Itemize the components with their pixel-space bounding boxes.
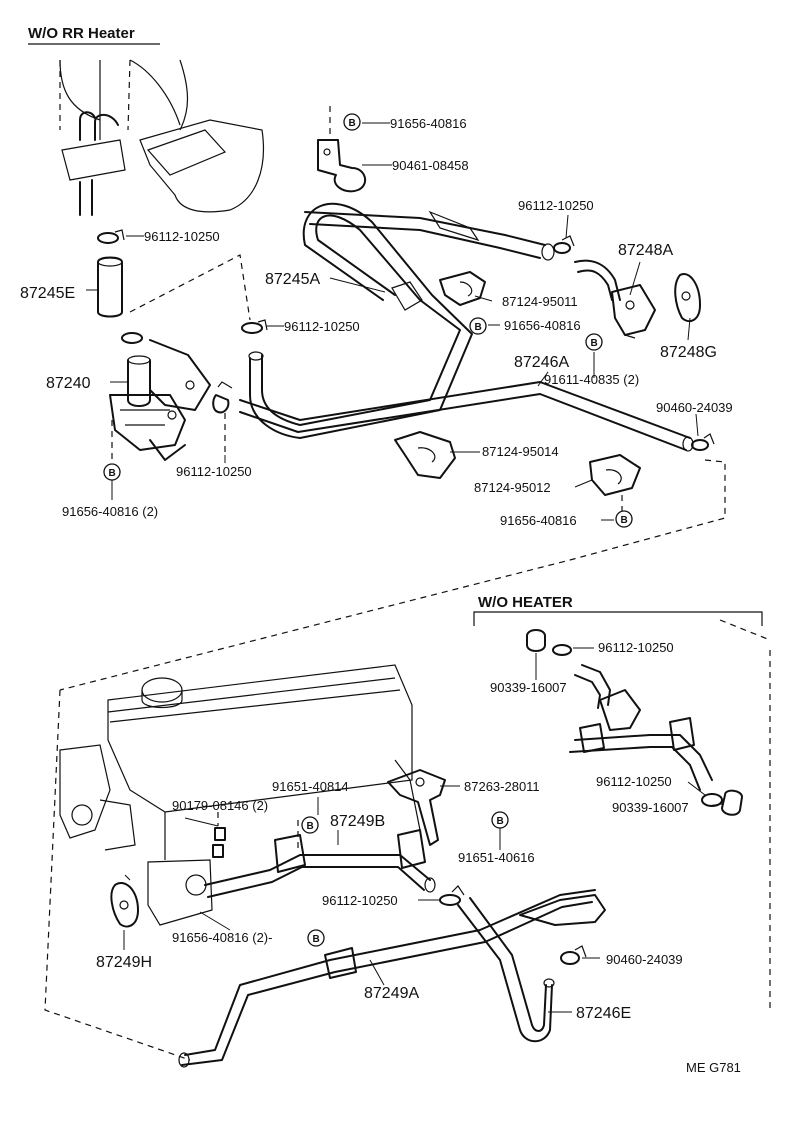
svg-text:B: B xyxy=(109,468,116,479)
clamp-96112-d xyxy=(553,235,575,254)
gasket-87249H xyxy=(110,882,139,928)
label-87124-95011: 87124-95011 xyxy=(502,294,578,309)
svg-text:B: B xyxy=(313,934,320,945)
water-valve-87240 xyxy=(109,339,211,461)
label-96112-10250: 96112-10250 xyxy=(596,774,672,789)
clamp-87124-95014 xyxy=(394,431,456,479)
bolt-symbol-e: B xyxy=(615,510,633,528)
pipe-87248A xyxy=(574,259,656,339)
label-87124-95012: 87124-95012 xyxy=(474,480,551,495)
bolt-symbol-g: B xyxy=(491,811,509,829)
pipe-87249B xyxy=(204,829,436,898)
label-87263-28011: 87263-28011 xyxy=(464,779,540,794)
bolt-symbol-h: B xyxy=(307,929,325,947)
label-91656-40816-2: 91656-40816 (2)- xyxy=(172,930,272,945)
label-96112-10250: 96112-10250 xyxy=(598,640,674,655)
label-90179-08146: 90179-08146 (2) xyxy=(172,798,268,813)
clamp-96112-lower xyxy=(439,885,465,906)
label-87240: 87240 xyxy=(46,375,91,392)
label-96112-10250: 96112-10250 xyxy=(144,229,220,244)
label-91656-40816-2: 91656-40816 (2) xyxy=(62,504,158,519)
label-90460-24039: 90460-24039 xyxy=(656,400,733,415)
dashed-guide-valve xyxy=(129,254,251,321)
part-labels: 91656-40816 90461-08458 96112-10250 9611… xyxy=(20,116,733,1022)
label-91651-40616: 91651-40616 xyxy=(458,850,535,865)
bolt-symbol-f: B xyxy=(301,816,319,834)
upper-engine-sketch xyxy=(59,59,265,216)
engine-block xyxy=(59,664,421,926)
hose-87245E xyxy=(97,256,123,318)
label-87245E: 87245E xyxy=(20,285,75,302)
label-90339-16007: 90339-16007 xyxy=(490,680,567,695)
clamp-valve-top xyxy=(121,332,143,344)
clamp-90460-a xyxy=(691,433,715,451)
section-title-wo-heater: W/O HEATER xyxy=(478,594,573,611)
pipe-87246E xyxy=(457,894,606,1043)
leader-lines xyxy=(86,122,723,1013)
gasket-87248G xyxy=(674,273,701,323)
label-87245A: 87245A xyxy=(265,271,320,288)
label-87249B: 87249B xyxy=(330,813,385,830)
label-91656-40816: 91656-40816 xyxy=(500,513,577,528)
clamp-87124-95012 xyxy=(589,454,641,496)
label-91611-40835: 91611-40835 (2) xyxy=(544,372,639,387)
wo-heater-assembly xyxy=(526,629,743,816)
label-87249A: 87249A xyxy=(364,985,419,1002)
dashed-connection-right xyxy=(719,619,771,1012)
bolt-90179 xyxy=(212,827,226,858)
label-90339-16007: 90339-16007 xyxy=(612,800,689,815)
svg-text:B: B xyxy=(497,816,504,827)
label-96112-10250: 96112-10250 xyxy=(284,319,360,334)
label-96112-10250: 96112-10250 xyxy=(176,464,252,479)
label-87249H: 87249H xyxy=(96,954,152,971)
bolt-symbol-b: B xyxy=(343,113,361,131)
label-91656-40816: 91656-40816 xyxy=(390,116,467,131)
wo-heater-bracket xyxy=(473,611,763,626)
svg-text:B: B xyxy=(591,338,598,349)
pipe-87249A xyxy=(178,889,596,1068)
pipe-87245A xyxy=(248,202,555,439)
svg-text:B: B xyxy=(349,118,356,129)
label-90461-08458: 90461-08458 xyxy=(392,158,469,173)
bracket-87263 xyxy=(387,769,446,846)
label-87248G: 87248G xyxy=(660,344,717,361)
svg-text:B: B xyxy=(621,515,628,526)
section-title-wo-rr-heater: W/O RR Heater xyxy=(28,25,135,42)
svg-text:B: B xyxy=(475,322,482,333)
clamp-96112-c xyxy=(212,381,233,414)
clamp-96112-b xyxy=(241,319,268,334)
clamp-87124-95011 xyxy=(439,271,486,306)
clamp-96112-a xyxy=(97,229,125,244)
label-96112-10250: 96112-10250 xyxy=(518,198,594,213)
label-91651-40814: 91651-40814 xyxy=(272,779,349,794)
label-87124-95014: 87124-95014 xyxy=(482,444,559,459)
label-91656-40816: 91656-40816 xyxy=(504,318,581,333)
label-96112-10250: 96112-10250 xyxy=(322,893,398,908)
bolt-symbol-a: B xyxy=(103,463,121,481)
clamp-90460-b xyxy=(560,945,587,965)
label-87248A: 87248A xyxy=(618,242,673,259)
bracket-90461 xyxy=(317,139,367,193)
dashed-connection-upper xyxy=(59,459,726,691)
bolt-symbol-d: B xyxy=(585,333,603,351)
label-87246E: 87246E xyxy=(576,1005,631,1022)
bolt-symbol-c: B xyxy=(469,317,487,335)
label-90460-24039: 90460-24039 xyxy=(606,952,683,967)
label-87246A: 87246A xyxy=(514,354,569,371)
pipe-87246A xyxy=(239,381,694,452)
figure-code: ME G781 xyxy=(686,1060,741,1075)
svg-text:B: B xyxy=(307,821,314,832)
dashed-connection-left xyxy=(44,689,191,1061)
